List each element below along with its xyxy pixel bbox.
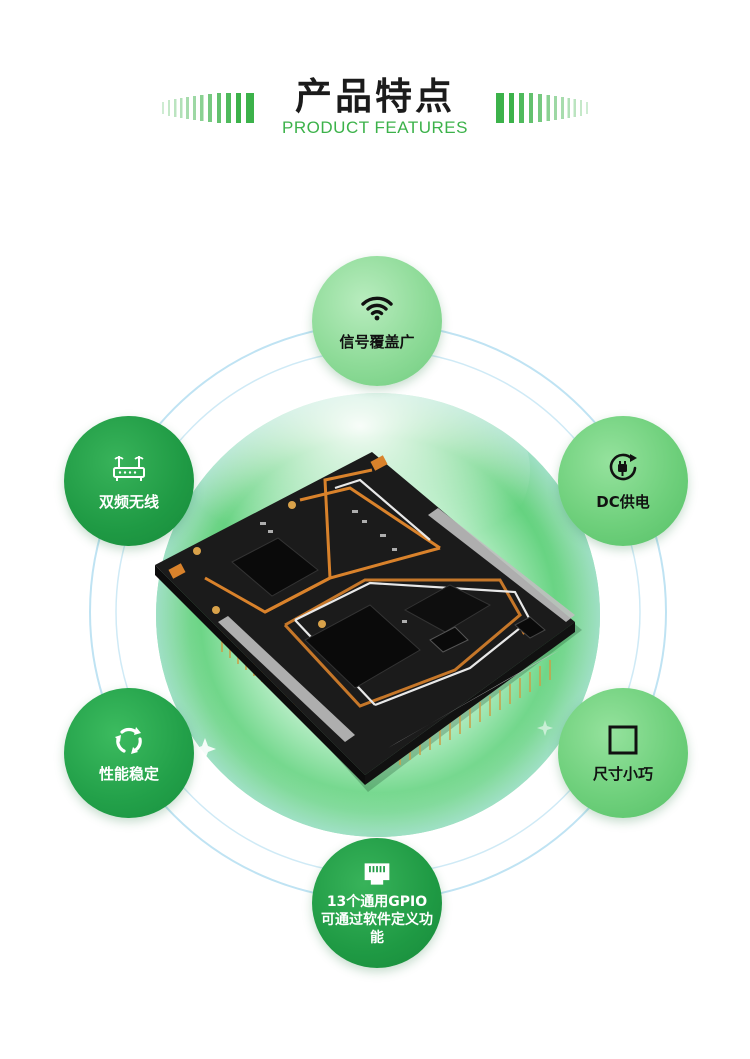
feature-stable-performance: 性能稳定 bbox=[64, 688, 194, 818]
ethernet-port-icon bbox=[364, 863, 390, 885]
feature-label: DC供电 bbox=[596, 492, 650, 511]
feature-signal-coverage: 信号覆盖广 bbox=[312, 256, 442, 386]
right-stripe-decoration bbox=[496, 93, 588, 123]
section-header: 产品特点 PRODUCT FEATURES bbox=[0, 0, 750, 150]
wifi-icon bbox=[361, 296, 393, 320]
board-chips bbox=[231, 537, 546, 689]
power-plug-icon bbox=[609, 453, 637, 480]
recycle-arrows-icon bbox=[115, 726, 142, 754]
feature-label: 信号覆盖广 bbox=[339, 332, 415, 351]
page-title: 产品特点 bbox=[295, 75, 455, 118]
feature-label: 尺寸小巧 bbox=[592, 764, 653, 783]
feature-gpio: 13个通用GPIO可通过软件定义功能 bbox=[312, 838, 442, 968]
feature-label: 双频无线 bbox=[98, 492, 159, 511]
feature-dual-band: 双频无线 bbox=[64, 416, 194, 546]
feature-label: 性能稳定 bbox=[98, 764, 159, 783]
feature-dc-power: DC供电 bbox=[558, 416, 688, 546]
square-outline-icon bbox=[608, 725, 638, 754]
sparkle-decoration bbox=[180, 720, 553, 824]
router-icon bbox=[113, 455, 145, 481]
feature-label: 13个通用GPIO可通过软件定义功能 bbox=[321, 894, 433, 946]
left-stripe-decoration bbox=[162, 93, 254, 123]
feature-compact-size: 尺寸小巧 bbox=[558, 688, 688, 818]
page-subtitle: PRODUCT FEATURES bbox=[282, 118, 468, 137]
